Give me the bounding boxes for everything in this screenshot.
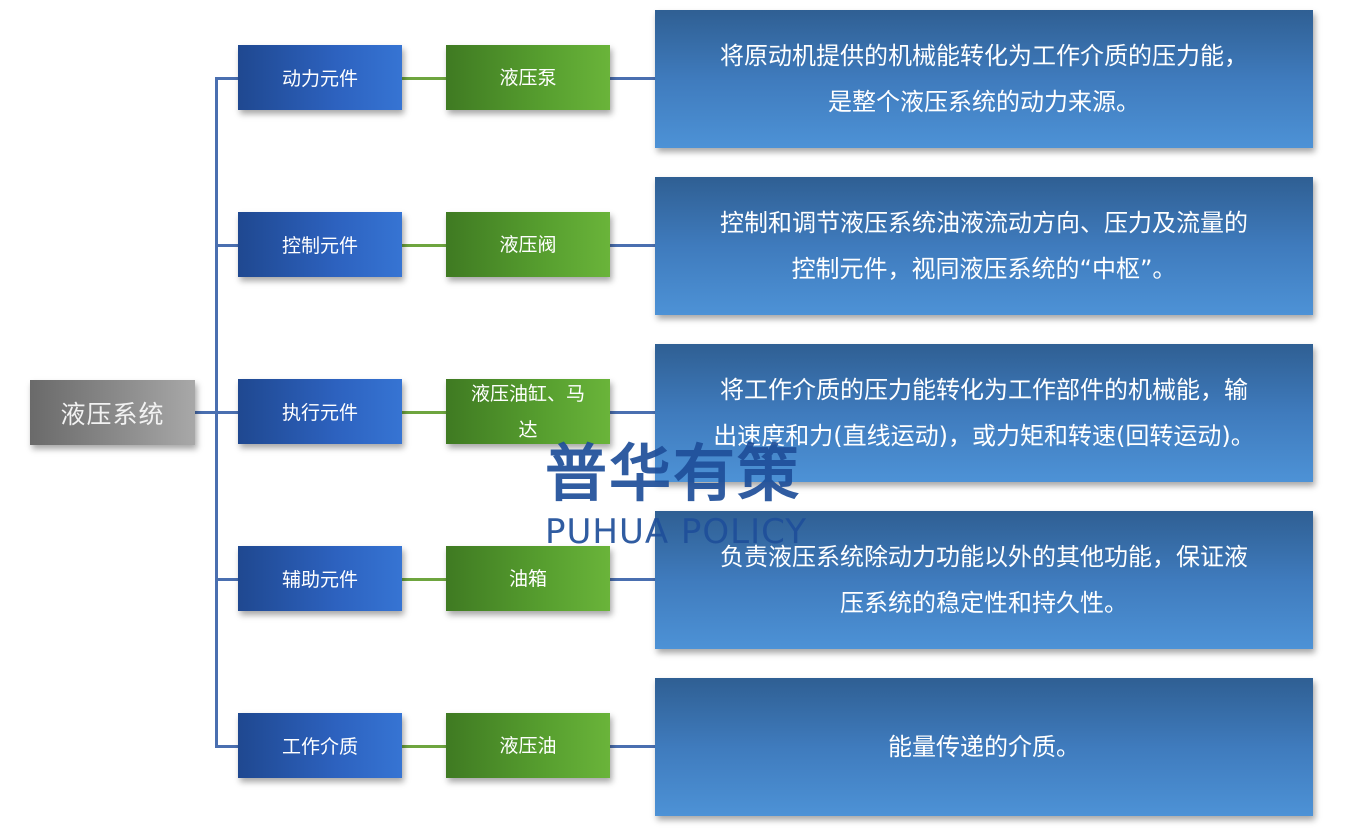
description-line: 控制和调节液压系统油液流动方向、压力及流量的 [720, 209, 1248, 237]
description-connector [610, 578, 655, 581]
category-connector [215, 411, 238, 414]
component-node-cylinder-motor: 液压油缸、马 达 [446, 379, 610, 444]
component-label: 液压油 [499, 734, 557, 757]
category-connector [215, 578, 238, 581]
description-line: 将原动机提供的机械能转化为工作介质的压力能， [720, 42, 1248, 70]
description-line: 出速度和力(直线运动)，或力矩和转速(回转运动)。 [713, 422, 1255, 450]
description-line: 将工作介质的压力能转化为工作部件的机械能，输 [719, 376, 1248, 404]
component-label: 液压泵 [499, 66, 557, 89]
category-node-medium: 工作介质 [238, 713, 402, 778]
category-connector [215, 244, 238, 247]
component-label-line: 达 [518, 418, 538, 441]
description-connector [610, 244, 655, 247]
watermark: 普华有策 PUHUA POLICY [545, 437, 808, 553]
component-connector [402, 411, 446, 414]
description-line: 是整个液压系统的动力来源。 [828, 88, 1140, 116]
component-node-tank: 油箱 [446, 546, 610, 611]
component-connector [402, 244, 446, 247]
category-label: 执行元件 [281, 402, 358, 424]
watermark-en: PUHUA POLICY [545, 512, 808, 552]
description-box-auxiliary: 负责液压系统除动力功能以外的其他功能，保证液 压系统的稳定性和持久性。 [655, 511, 1313, 649]
category-node-actuator: 执行元件 [238, 379, 402, 444]
component-connector [402, 77, 446, 80]
description-line: 负责液压系统除动力功能以外的其他功能，保证液 [720, 543, 1248, 571]
category-node-control: 控制元件 [238, 212, 402, 277]
category-label: 工作介质 [281, 736, 358, 758]
component-label-line: 液压油缸、马 [470, 382, 585, 405]
component-node-pump: 液压泵 [446, 45, 610, 110]
description-line: 压系统的稳定性和持久性。 [840, 589, 1128, 617]
description-connector [610, 411, 655, 414]
component-label: 液压阀 [499, 233, 557, 256]
category-label: 动力元件 [281, 68, 358, 90]
component-connector [402, 578, 446, 581]
root-label: 液压系统 [60, 399, 165, 429]
category-connector [215, 745, 238, 748]
category-connector [215, 77, 238, 80]
category-label: 控制元件 [281, 235, 358, 257]
description-connector [610, 77, 655, 80]
category-node-power: 动力元件 [238, 45, 402, 110]
root-node: 液压系统 [30, 380, 195, 445]
component-node-oil: 液压油 [446, 713, 610, 778]
watermark-cn: 普华有策 [545, 437, 802, 510]
description-box-control: 控制和调节液压系统油液流动方向、压力及流量的 控制元件，视同液压系统的“中枢”。 [655, 177, 1313, 315]
component-node-valve: 液压阀 [446, 212, 610, 277]
component-label: 油箱 [508, 567, 547, 590]
description-box-actuator: 将工作介质的压力能转化为工作部件的机械能，输 出速度和力(直线运动)，或力矩和转… [655, 344, 1313, 482]
description-box-medium: 能量传递的介质。 [655, 678, 1313, 816]
description-line: 能量传递的介质。 [888, 733, 1080, 761]
category-label: 辅助元件 [281, 569, 358, 591]
component-connector [402, 745, 446, 748]
description-line: 控制元件，视同液压系统的“中枢”。 [791, 255, 1177, 283]
description-connector [610, 745, 655, 748]
category-node-auxiliary: 辅助元件 [238, 546, 402, 611]
description-box-power: 将原动机提供的机械能转化为工作介质的压力能， 是整个液压系统的动力来源。 [655, 10, 1313, 148]
